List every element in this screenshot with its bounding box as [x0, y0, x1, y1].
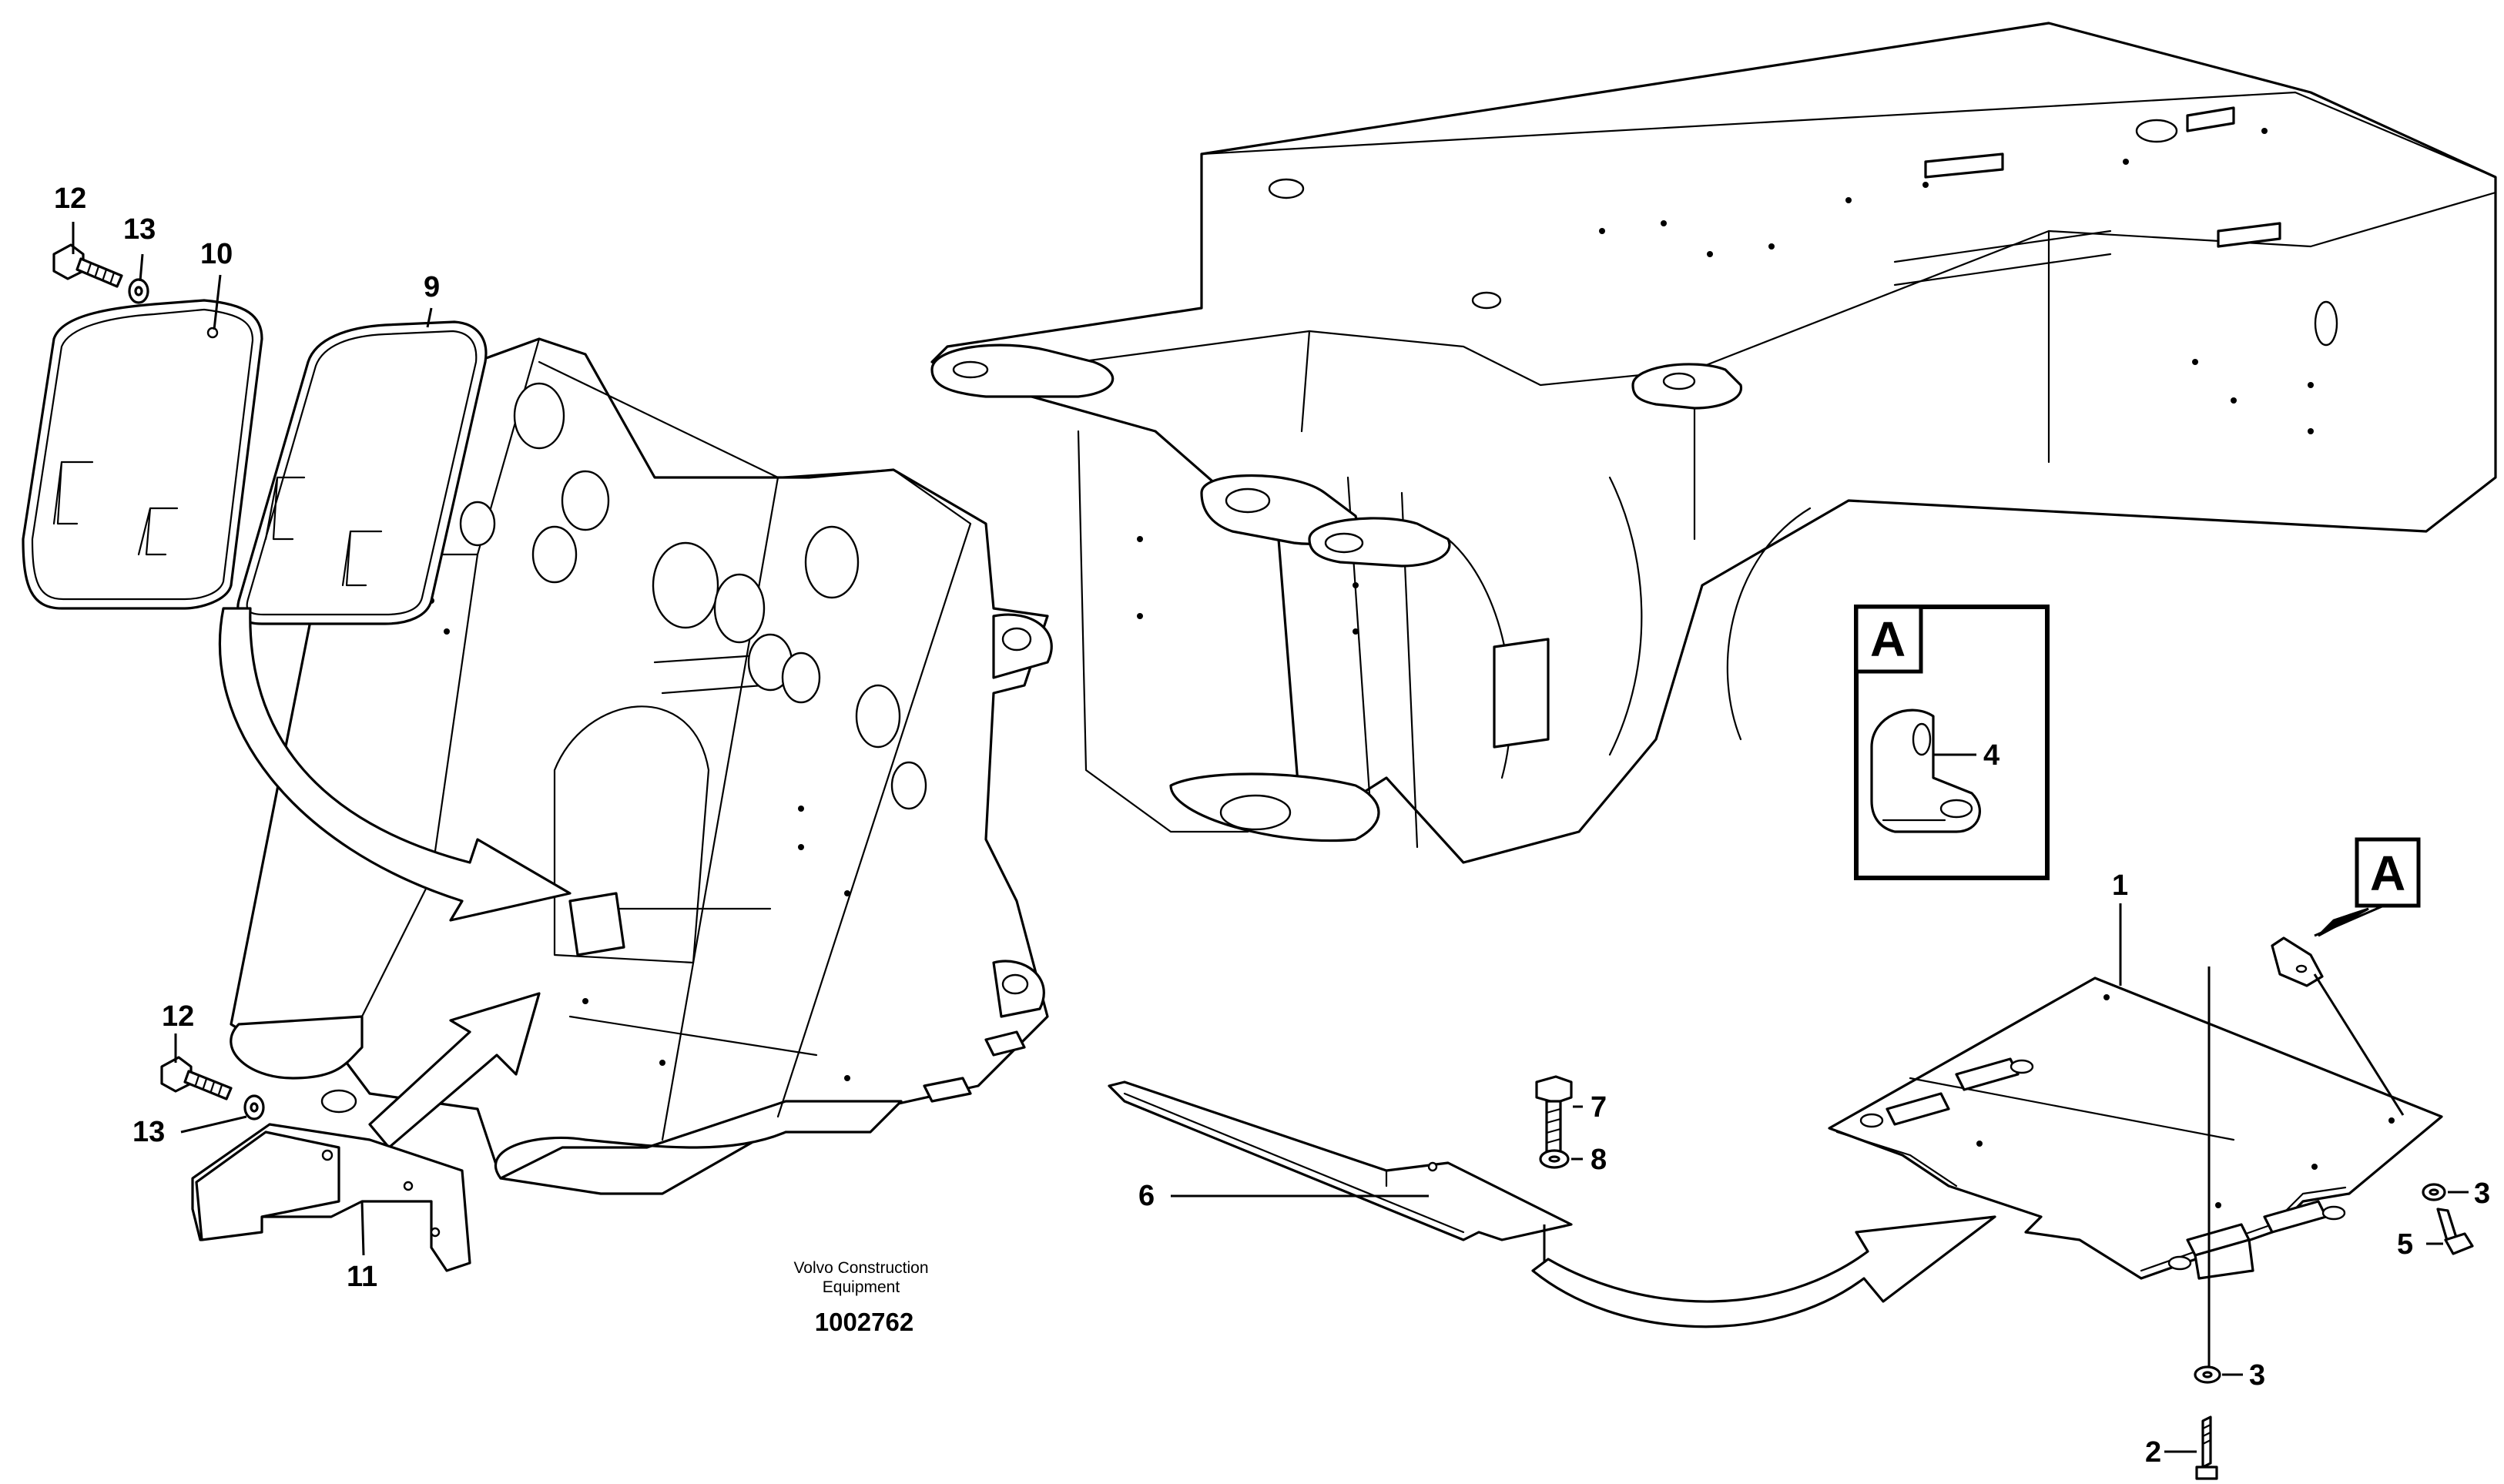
detail-a-letter: A — [1870, 611, 1906, 667]
callout-8: 8 — [1591, 1144, 1607, 1176]
caption-line2: Equipment — [823, 1278, 900, 1296]
washer-3-lower — [2194, 1365, 2221, 1384]
guard-plate-11 — [191, 1123, 471, 1272]
detail-a-reference — [2314, 837, 2421, 937]
callout-13-lower: 13 — [132, 1116, 165, 1148]
assembly-arrow-lower — [368, 992, 541, 1149]
bolt-12-upper — [52, 243, 123, 288]
rear-frame — [930, 22, 2497, 864]
cover-plate-10 — [22, 299, 263, 610]
callout-6: 6 — [1138, 1180, 1155, 1212]
callout-9: 9 — [424, 271, 440, 303]
strip-6 — [1108, 1080, 1573, 1241]
callout-4: 4 — [1983, 739, 2000, 772]
detail-a-box — [1854, 605, 2050, 880]
assembly-arrow-upper — [218, 607, 572, 922]
detail-a-ref-letter: A — [2370, 846, 2405, 901]
callout-5: 5 — [2397, 1228, 2413, 1261]
drawing-number: 1002762 — [815, 1308, 913, 1336]
floor-plate-1 — [1828, 976, 2443, 1280]
caption: Volvo Construction Equipment 1002762 — [793, 1259, 928, 1336]
bolt-2 — [2195, 1415, 2218, 1480]
callout-10: 10 — [200, 238, 233, 270]
bolt-7 — [1535, 1075, 1573, 1153]
callout-12-lower: 12 — [162, 1000, 194, 1033]
washer-13-upper — [128, 278, 149, 304]
washer-3-right — [2422, 1183, 2446, 1201]
bracket-4-installed — [2271, 936, 2324, 987]
assembly-arrow-bottom — [1531, 1215, 1996, 1328]
callout-13-upper: 13 — [123, 213, 156, 246]
callout-12-upper: 12 — [54, 183, 86, 215]
leader-lines — [72, 222, 2469, 1453]
callout-11: 11 — [347, 1261, 377, 1293]
callout-1: 1 — [2112, 869, 2128, 902]
callout-3-right: 3 — [2474, 1177, 2490, 1210]
callout-labels: 12 13 10 9 12 13 11 6 7 8 1 4 3 5 3 2 A … — [54, 183, 2490, 1469]
washer-13-lower — [243, 1094, 265, 1121]
caption-line1: Volvo Construction — [793, 1259, 928, 1277]
callout-3-lower: 3 — [2249, 1359, 2265, 1392]
bolt-5 — [2436, 1208, 2474, 1255]
cover-plate-9 — [236, 320, 488, 625]
bolt-12-lower — [160, 1056, 233, 1100]
washer-8 — [1539, 1149, 1570, 1169]
callout-2: 2 — [2145, 1436, 2161, 1469]
callout-7: 7 — [1591, 1091, 1607, 1124]
